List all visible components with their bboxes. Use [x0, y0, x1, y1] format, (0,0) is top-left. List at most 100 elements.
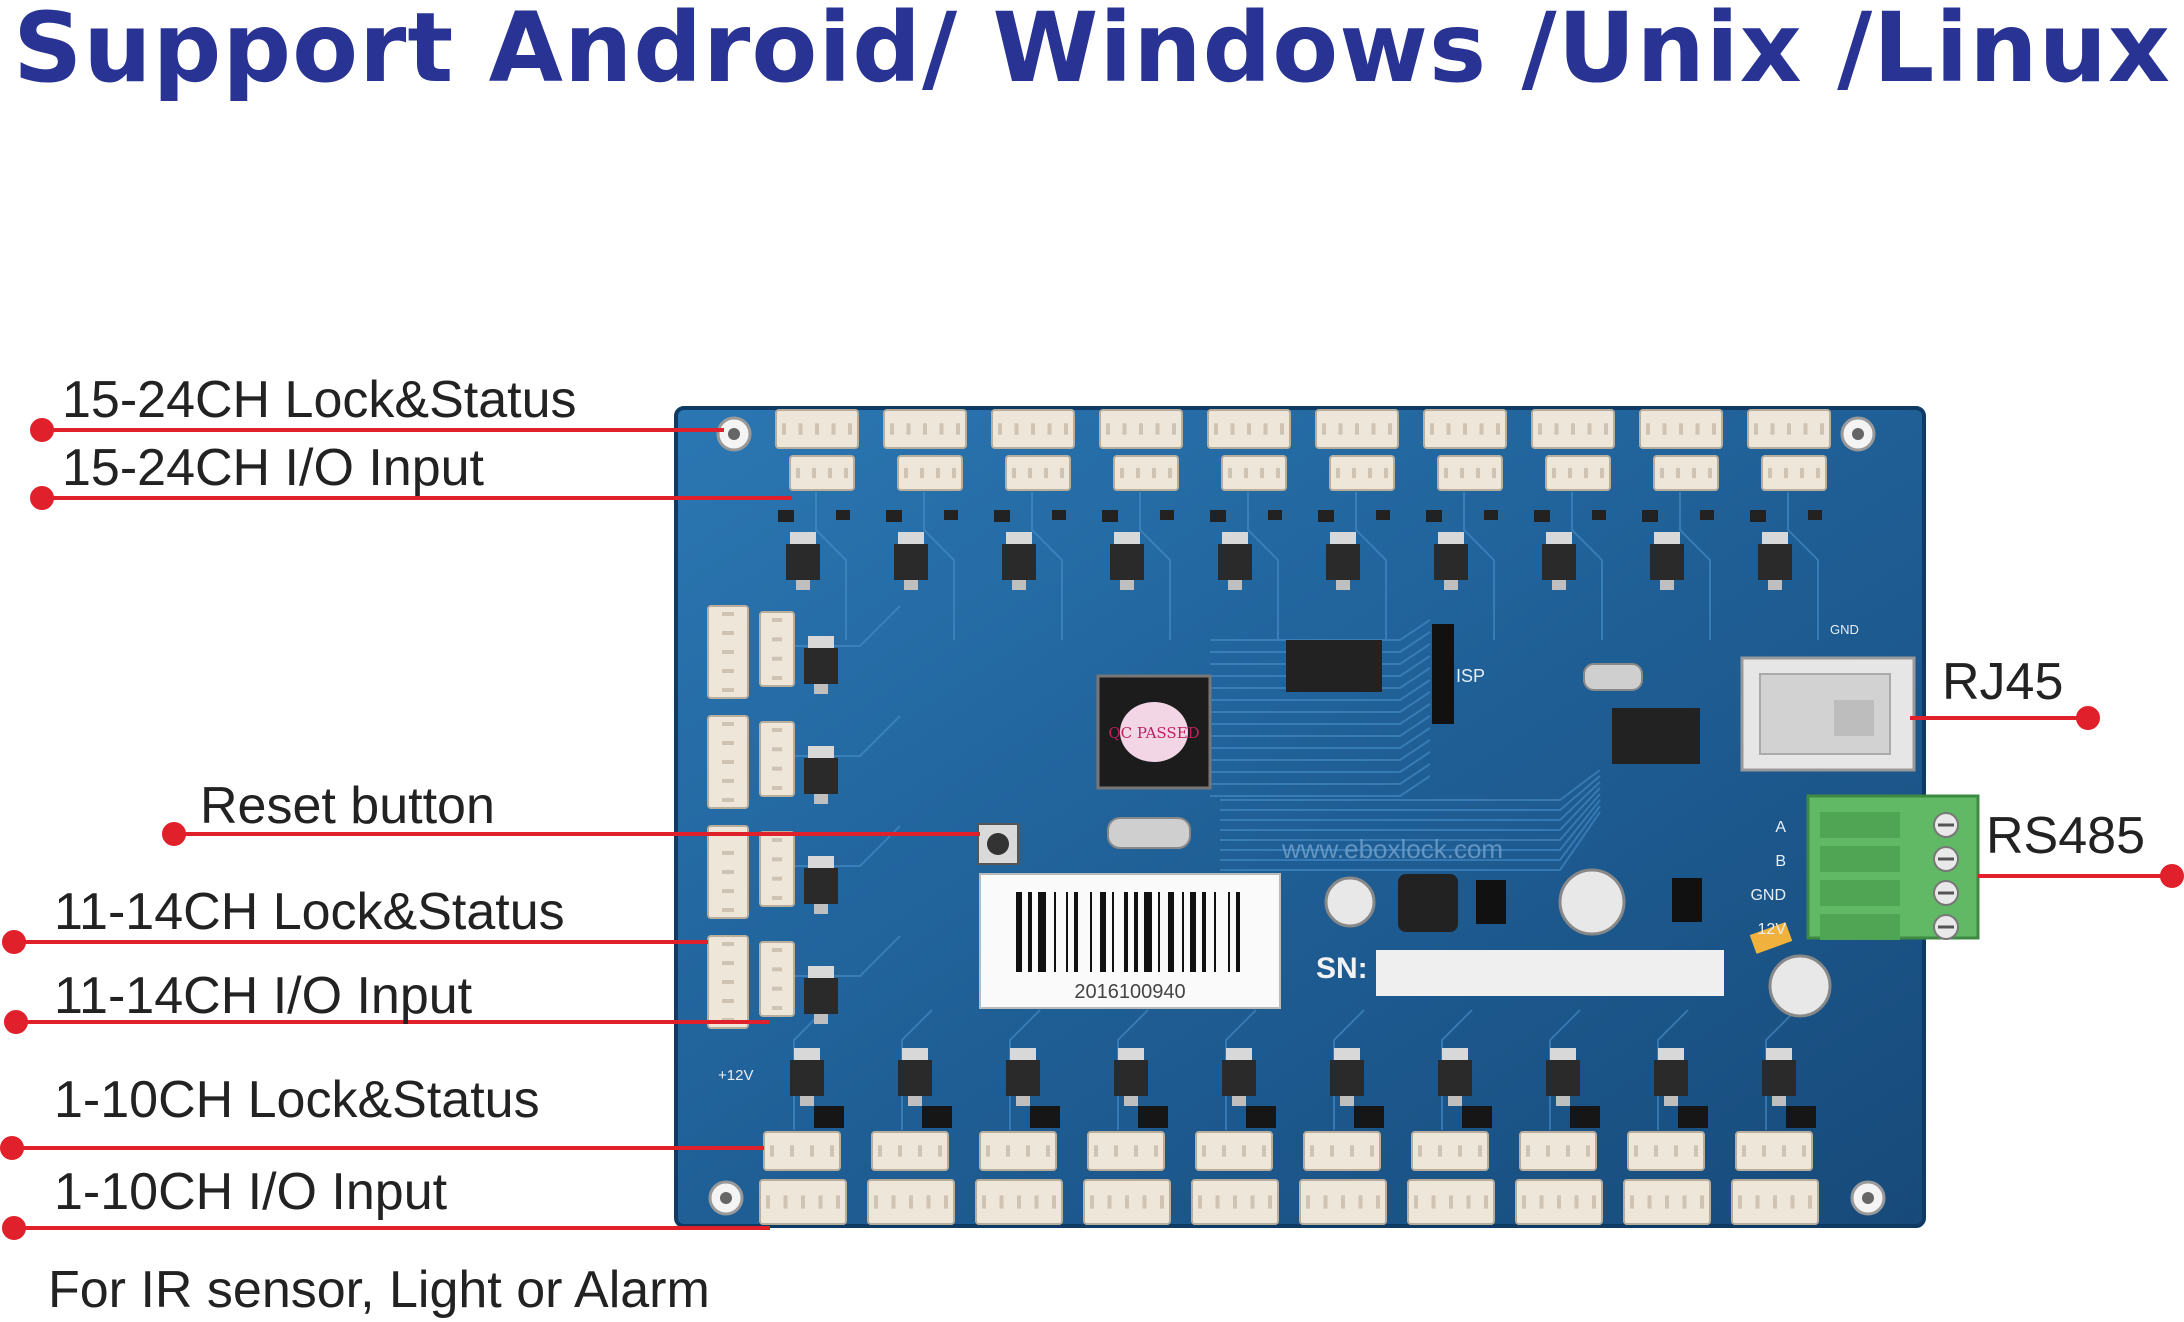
callout-dot [162, 822, 186, 846]
v12-silkscreen: +12V [718, 1067, 753, 1084]
jst-connector [775, 409, 859, 449]
terminal-label: 12V [1758, 921, 1787, 938]
terminal-label: GND [1750, 887, 1786, 904]
label-rj45: RJ45 [1942, 653, 2064, 711]
mosfet-array [778, 510, 1822, 1128]
mosfet [1002, 532, 1036, 590]
mosfet [1218, 532, 1252, 590]
mosfet [1546, 1048, 1580, 1106]
jst-connector [1639, 409, 1723, 449]
label-1-10ch-io-input: 1-10CH I/O Input [54, 1163, 448, 1221]
fuse [1749, 922, 1793, 954]
jst-connector [1195, 1131, 1273, 1171]
qc-sticker-text: QC PASSED [1108, 724, 1199, 742]
inductor [1398, 874, 1458, 932]
headline: Support Android/ Windows /Unix /Linux [13, 0, 2171, 104]
callout-dot [30, 486, 54, 510]
callout-lines [0, 418, 2184, 1240]
jst-connector [979, 1131, 1057, 1171]
jst-connector [707, 715, 749, 809]
jst-connector [1113, 455, 1179, 491]
jst-connector [1531, 409, 1615, 449]
capacitor [1768, 954, 1832, 1018]
callout-dot [2, 930, 26, 954]
label-reset-button: Reset button [200, 777, 495, 835]
terminal-screws [1820, 812, 1959, 940]
jst-connector [1519, 1131, 1597, 1171]
mosfet [790, 1048, 824, 1106]
mosfet [1650, 532, 1684, 590]
jst-connector [867, 1179, 955, 1225]
label-11-14ch-lock-status: 11-14CH Lock&Status [54, 883, 565, 941]
mosfet [1438, 1048, 1472, 1106]
jst-connector [883, 409, 967, 449]
mosfet [804, 636, 838, 694]
mosfet [1222, 1048, 1256, 1106]
jst-connector [1191, 1179, 1279, 1225]
pcb-traces [793, 492, 1819, 1130]
pcb-board [674, 406, 1926, 1228]
isp-silkscreen: ISP [1456, 666, 1485, 686]
mosfet [1006, 1048, 1040, 1106]
jst-connector [1761, 455, 1827, 491]
label-15-24ch-io-input: 15-24CH I/O Input [62, 439, 484, 497]
jst-connector [789, 455, 855, 491]
jst-connector [707, 605, 749, 699]
isp-header [1432, 624, 1454, 724]
terminal-label: A [1775, 819, 1786, 836]
sn-label: SN: [1316, 952, 1368, 985]
jst-connector [1315, 409, 1399, 449]
label-11-14ch-io-input: 11-14CH I/O Input [54, 967, 473, 1025]
jst-connector [1329, 455, 1395, 491]
mosfet [804, 856, 838, 914]
crystal [1583, 663, 1643, 691]
mosfet [1326, 532, 1360, 590]
mosfet [1758, 532, 1792, 590]
jst-connector [871, 1131, 949, 1171]
mosfet [786, 532, 820, 590]
jst-connector [1653, 455, 1719, 491]
jst-connector [1627, 1131, 1705, 1171]
watermark: www.eboxlock.com [1281, 834, 1503, 864]
jst-connector [1411, 1131, 1489, 1171]
callout-dot [0, 1136, 24, 1160]
jst-connector [707, 935, 749, 1029]
callout-dot [2076, 706, 2100, 730]
jst-connector [1099, 409, 1183, 449]
mosfet [1654, 1048, 1688, 1106]
jst-connector [1221, 455, 1287, 491]
mosfet [1434, 532, 1468, 590]
callout-dot [4, 1010, 28, 1034]
jst-connector [763, 1131, 841, 1171]
callout-dot [30, 418, 54, 442]
mosfet [1330, 1048, 1364, 1106]
jst-connector [1747, 409, 1831, 449]
jst-connector [1207, 409, 1291, 449]
jst-connector [1545, 455, 1611, 491]
jst-connector [759, 721, 795, 797]
gnd-silkscreen: GND [1830, 622, 1859, 637]
jst-connector [1515, 1179, 1603, 1225]
barcode-bars [1016, 892, 1240, 972]
jst-connector [1731, 1179, 1819, 1225]
mosfet [1110, 532, 1144, 590]
jst-connector [1423, 409, 1507, 449]
jst-connector [707, 825, 749, 919]
crystal [1107, 817, 1191, 849]
mosfet [804, 966, 838, 1024]
jst-connector [1299, 1179, 1387, 1225]
jst-connector [1303, 1131, 1381, 1171]
jst-connector [1735, 1131, 1813, 1171]
jst-connector [1083, 1179, 1171, 1225]
terminal-label: B [1775, 853, 1786, 870]
label-15-24ch-lock-status: 15-24CH Lock&Status [62, 371, 577, 429]
mosfet [894, 532, 928, 590]
label-1-10ch-lock-status: 1-10CH Lock&Status [54, 1071, 540, 1129]
regulator [1476, 880, 1506, 924]
jst-connector [759, 1179, 847, 1225]
callout-dot [2160, 864, 2184, 888]
mosfet [1762, 1048, 1796, 1106]
qc-sticker [1120, 702, 1188, 762]
jst-connector [975, 1179, 1063, 1225]
sn-sticker [1376, 950, 1724, 996]
